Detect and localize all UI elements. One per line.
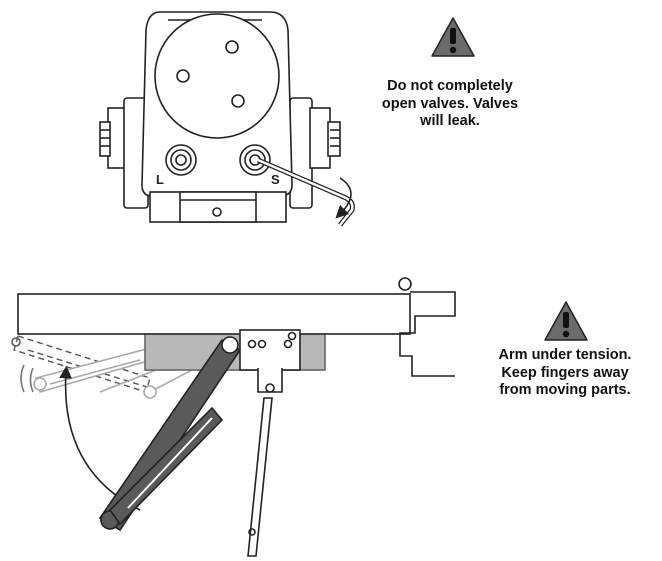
warning-line: Keep fingers away	[501, 364, 629, 381]
arm-warning-text: Arm under tension. Keep fingers away fro…	[470, 347, 660, 400]
valve-label-right: S	[271, 172, 280, 187]
valve-label-left: L	[156, 172, 164, 187]
warning-line: Do not completely	[387, 78, 513, 94]
valve-warning-text: Do not completely open valves. Valves wi…	[355, 78, 545, 131]
warning-triangle-icon	[431, 17, 475, 57]
closer-body-figure	[99, 11, 355, 227]
warning-triangle-icon-2	[544, 301, 588, 341]
door-arm-figure	[11, 277, 456, 557]
warning-line: will leak.	[420, 113, 480, 129]
warning-line: open valves. Valves	[381, 95, 519, 112]
warning-line: Arm under tension.	[498, 347, 632, 363]
warning-line: from moving parts.	[499, 382, 631, 398]
